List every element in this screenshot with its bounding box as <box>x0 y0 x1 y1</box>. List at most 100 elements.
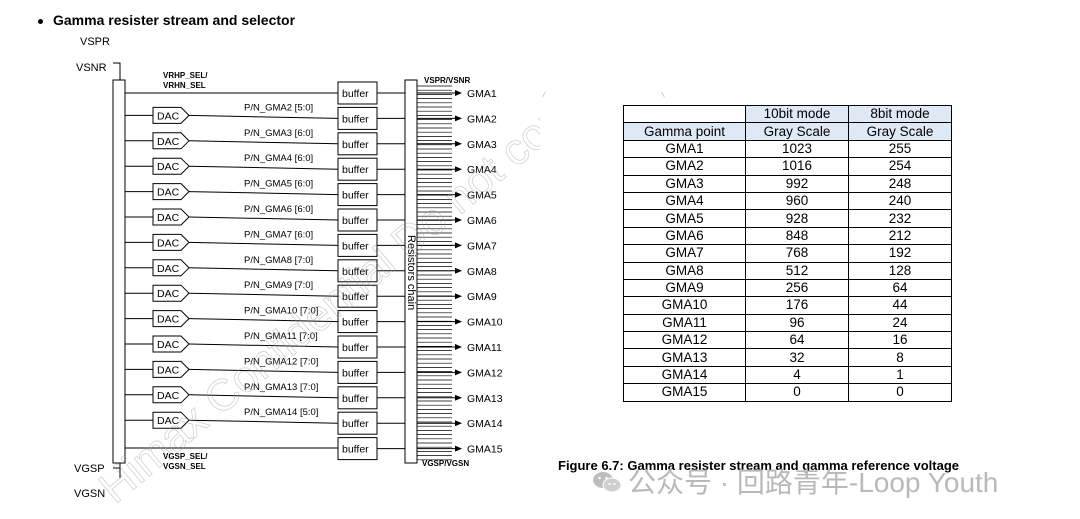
dac-label: DAC <box>157 237 180 249</box>
dac-to-buffer-line <box>188 343 339 348</box>
dac-label: DAC <box>157 364 180 376</box>
buffer-label: buffer <box>342 190 369 202</box>
table-cell: 0 <box>848 383 952 402</box>
table-cell: 960 <box>745 191 849 211</box>
table-header-row-2: Gamma point Gray Scale Gray Scale <box>623 122 952 141</box>
buffer-label: buffer <box>342 342 369 354</box>
dac-box <box>152 310 190 328</box>
section-heading: Gamma resister stream and selector <box>38 12 295 28</box>
signal-label: P/N_GMA7 [6:0] <box>244 229 313 240</box>
table-cell: 176 <box>745 296 849 315</box>
table-cell: GMA15 <box>623 383 746 402</box>
dac-to-buffer-line <box>188 267 339 272</box>
dac-label: DAC <box>157 390 180 402</box>
dac-to-buffer-line <box>188 318 339 323</box>
signal-label: P/N_GMA10 [7:0] <box>244 306 318 317</box>
dac-box <box>152 157 190 175</box>
resistors-chain-label: Resistors chain <box>405 235 417 310</box>
signal-label: P/N_GMA13 [7:0] <box>244 382 318 393</box>
gma-output-label: GMA4 <box>467 164 497 176</box>
table-cell: 16 <box>848 331 952 350</box>
signal-label: P/N_GMA3 [6:0] <box>244 128 313 139</box>
dac-box <box>152 208 190 226</box>
vgsn-label: VGSN <box>74 488 105 500</box>
buffer-label: buffer <box>342 418 369 430</box>
buffer-label: buffer <box>342 215 369 227</box>
stray-mark <box>541 91 552 101</box>
gma-output-label: GMA11 <box>467 342 502 354</box>
gma-output-label: GMA5 <box>467 190 497 202</box>
table-cell: 256 <box>745 278 849 298</box>
table-cell: GMA6 <box>623 226 746 246</box>
dac-box <box>152 335 190 353</box>
table-cell: 768 <box>745 244 849 263</box>
table-cell: 0 <box>745 383 849 402</box>
dac-to-buffer-line <box>188 292 339 297</box>
table-cell: 254 <box>848 157 952 176</box>
dac-to-buffer-line <box>188 241 339 246</box>
gma-output-label: GMA6 <box>467 215 497 227</box>
table-cell: GMA11 <box>623 313 746 333</box>
buffer-label: buffer <box>342 291 369 303</box>
vgsn-sel-label: VGSN_SEL <box>163 462 206 471</box>
table-cell: GMA9 <box>623 278 746 298</box>
table-cell: 8 <box>848 348 952 367</box>
gma-output-label: GMA12 <box>467 367 503 379</box>
vrhn-sel-label: VRHN_SEL <box>163 81 206 90</box>
vspr-label: VSPR <box>80 36 110 48</box>
dac-box <box>152 386 190 404</box>
header-cell: 10bit mode <box>745 104 849 124</box>
buffer-label: buffer <box>342 139 369 151</box>
buffer-label: buffer <box>342 444 369 456</box>
gma-output-label: GMA8 <box>467 266 497 278</box>
vspr-vsnr-label: VSPR/VSNR <box>424 76 470 85</box>
dac-to-buffer-line <box>188 394 339 399</box>
dac-box <box>152 284 190 302</box>
vgsp-sel-label: VGSP_SEL/ <box>163 452 208 461</box>
table-cell: 128 <box>848 261 952 280</box>
header-cell: Gray Scale <box>848 122 952 141</box>
table-cell: GMA14 <box>623 365 746 385</box>
dac-to-buffer-line <box>188 191 339 196</box>
buffer-label: buffer <box>342 113 369 125</box>
table-cell: 96 <box>745 313 849 333</box>
table-cell: 232 <box>848 209 952 228</box>
dac-to-buffer-line <box>188 216 339 221</box>
table-cell: 64 <box>848 278 952 298</box>
signal-label: P/N_GMA11 [7:0] <box>244 331 318 342</box>
table-cell: 192 <box>848 244 952 263</box>
gamma-table: 10bit mode 8bit mode Gamma point Gray Sc… <box>623 104 952 402</box>
table-cell: GMA1 <box>623 139 746 159</box>
wechat-watermark: 公众号 · 回路青年-Loop Youth <box>592 461 998 501</box>
wechat-icon <box>593 472 622 493</box>
gma-output-label: GMA15 <box>467 444 503 456</box>
signal-label: P/N_GMA8 [7:0] <box>244 255 313 266</box>
signal-label: P/N_GMA4 [6:0] <box>244 153 313 164</box>
signal-label: P/N_GMA5 [6:0] <box>244 179 313 190</box>
table-cell: 1016 <box>745 157 849 176</box>
buffer-label: buffer <box>342 266 369 278</box>
table-cell: 255 <box>848 139 952 159</box>
vsnr-bracket <box>113 62 121 80</box>
table-cell: 4 <box>745 365 849 385</box>
table-cell: 64 <box>745 331 849 350</box>
table-cell: 1 <box>848 365 952 385</box>
dac-label: DAC <box>157 288 180 300</box>
figure-caption: Figure 6.7: Gamma resister stream and ga… <box>558 458 960 473</box>
signal-label: P/N_GMA14 [5:0] <box>244 407 318 418</box>
dac-box <box>152 132 190 150</box>
table-cell: GMA3 <box>623 174 746 193</box>
stray-mark <box>660 88 671 98</box>
buffer-label: buffer <box>342 240 369 252</box>
